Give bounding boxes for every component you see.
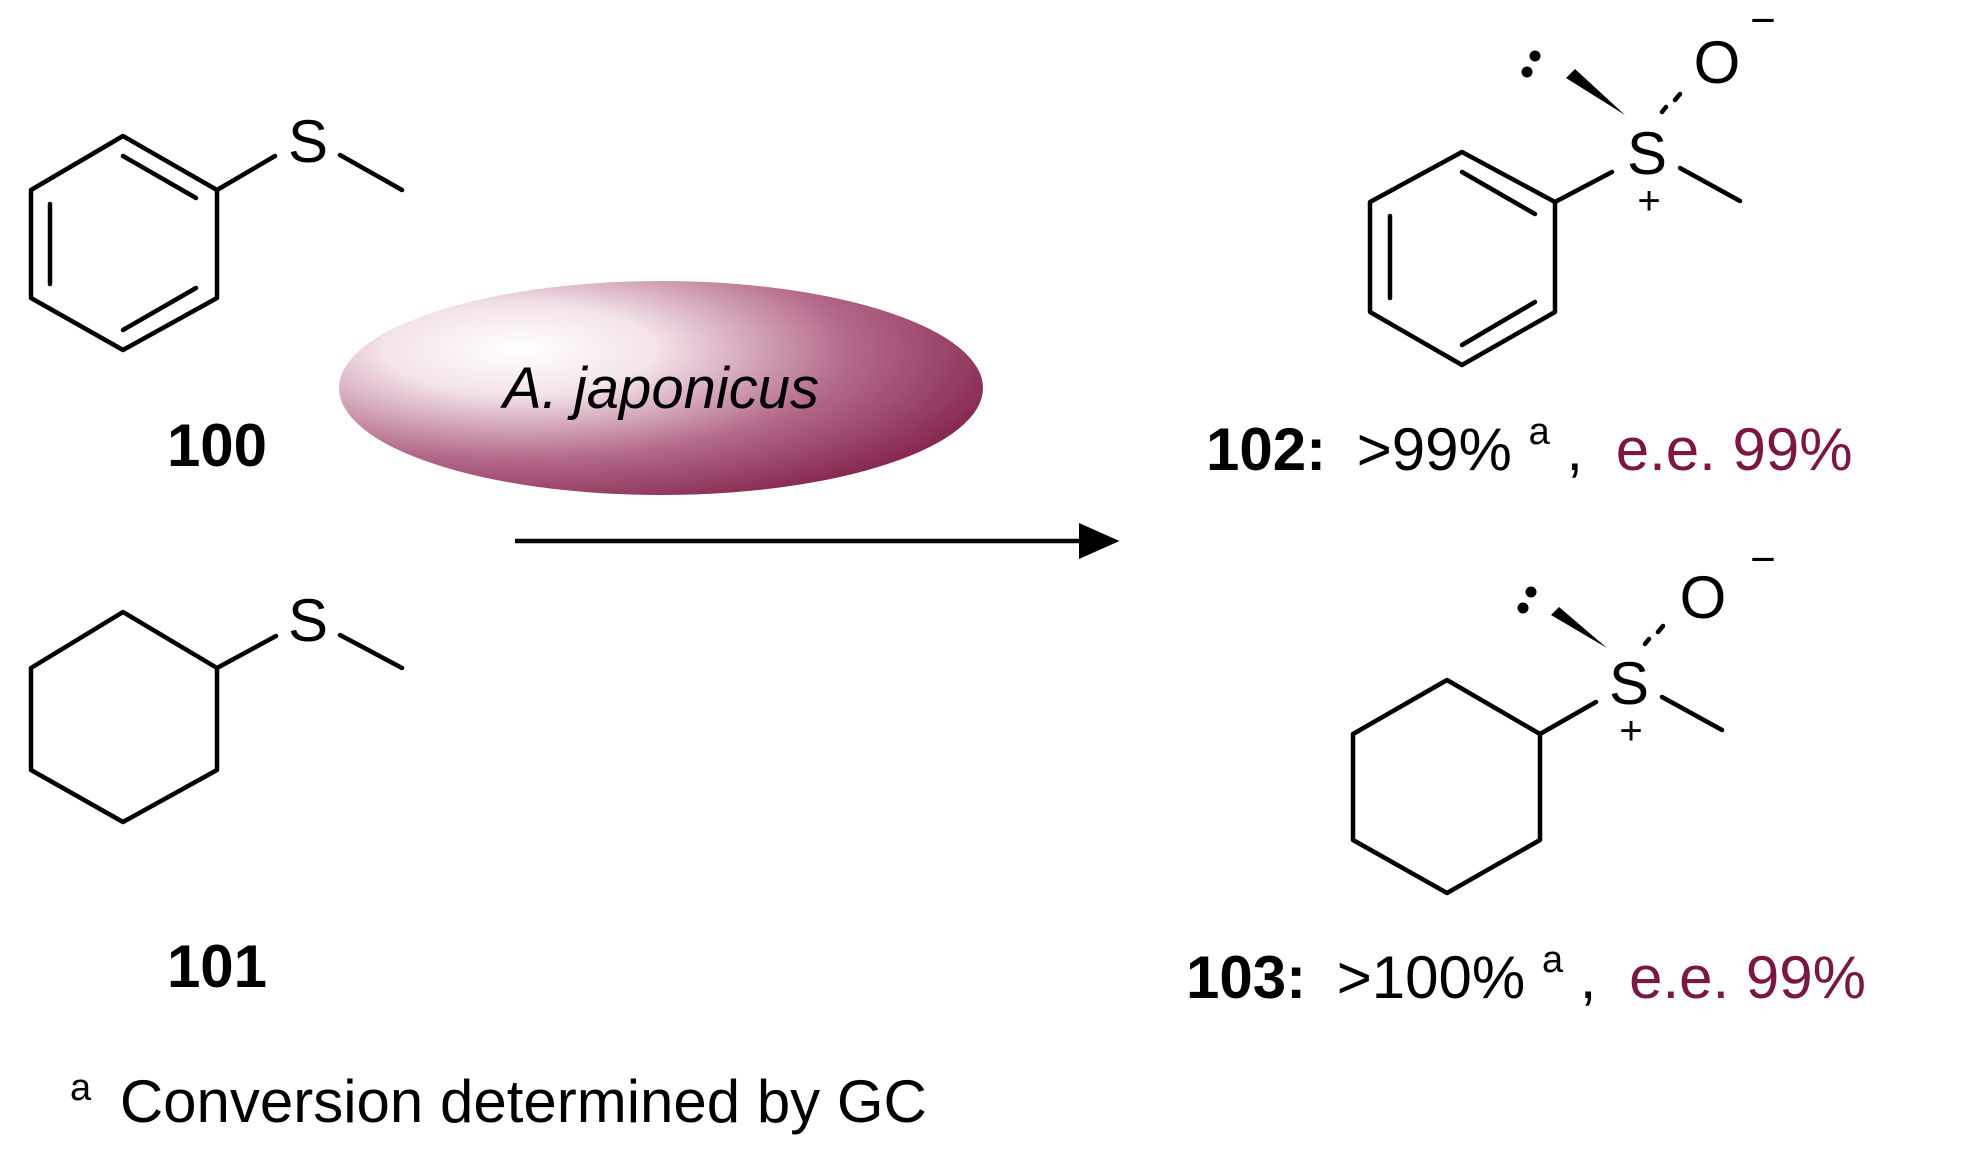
catalyst-label: A. japonicus (500, 356, 819, 421)
separator: , (1580, 944, 1597, 1011)
molecule-103: S + O − (1350, 535, 1776, 896)
stereo-wedge (1566, 69, 1625, 115)
footnote-marker: a (1542, 939, 1564, 981)
lone-pair-dot (1517, 602, 1529, 614)
ee-value: e.e. 99% (1616, 416, 1853, 483)
catalyst-ellipse (339, 281, 983, 495)
molecule-102: S + O − (1367, 0, 1776, 368)
plus-charge: + (1619, 709, 1642, 753)
oxygen-atom: O (1694, 29, 1741, 96)
footnote-marker: a (70, 1067, 92, 1109)
oxygen-atom: O (1680, 564, 1727, 631)
conversion-value: >99% (1357, 416, 1512, 483)
molecule-101: S (28, 587, 405, 825)
minus-charge: − (1750, 0, 1776, 45)
molecule-100: S (28, 108, 405, 353)
compound-103-label: 103: (1186, 944, 1306, 1011)
lone-pair-dot (1529, 50, 1541, 62)
compound-103-result: 103: >100% a , e.e. 99% (1186, 918, 1866, 1011)
sulfur-atom: S (1627, 120, 1667, 187)
compound-101-label: 101 (167, 933, 267, 1000)
stereo-wedge (1551, 607, 1607, 648)
conversion-value: >100% (1337, 944, 1526, 1011)
sulfur-atom: S (1609, 650, 1649, 717)
minus-charge: − (1750, 535, 1776, 584)
lone-pair-dot (1525, 586, 1537, 598)
compound-100-label: 100 (167, 412, 267, 479)
compound-102-label: 102: (1206, 416, 1326, 483)
footnote: a Conversion determined by GC (70, 1046, 927, 1135)
plus-charge: + (1637, 179, 1660, 223)
lone-pair-dot (1521, 66, 1533, 78)
sulfur-atom: S (288, 587, 328, 654)
separator: , (1566, 416, 1583, 483)
sulfur-atom: S (288, 108, 328, 175)
footnote-marker: a (1529, 411, 1551, 453)
footnote-text: Conversion determined by GC (120, 1068, 927, 1135)
ee-value: e.e. 99% (1629, 944, 1866, 1011)
compound-102-result: 102: >99% a , e.e. 99% (1206, 390, 1853, 483)
